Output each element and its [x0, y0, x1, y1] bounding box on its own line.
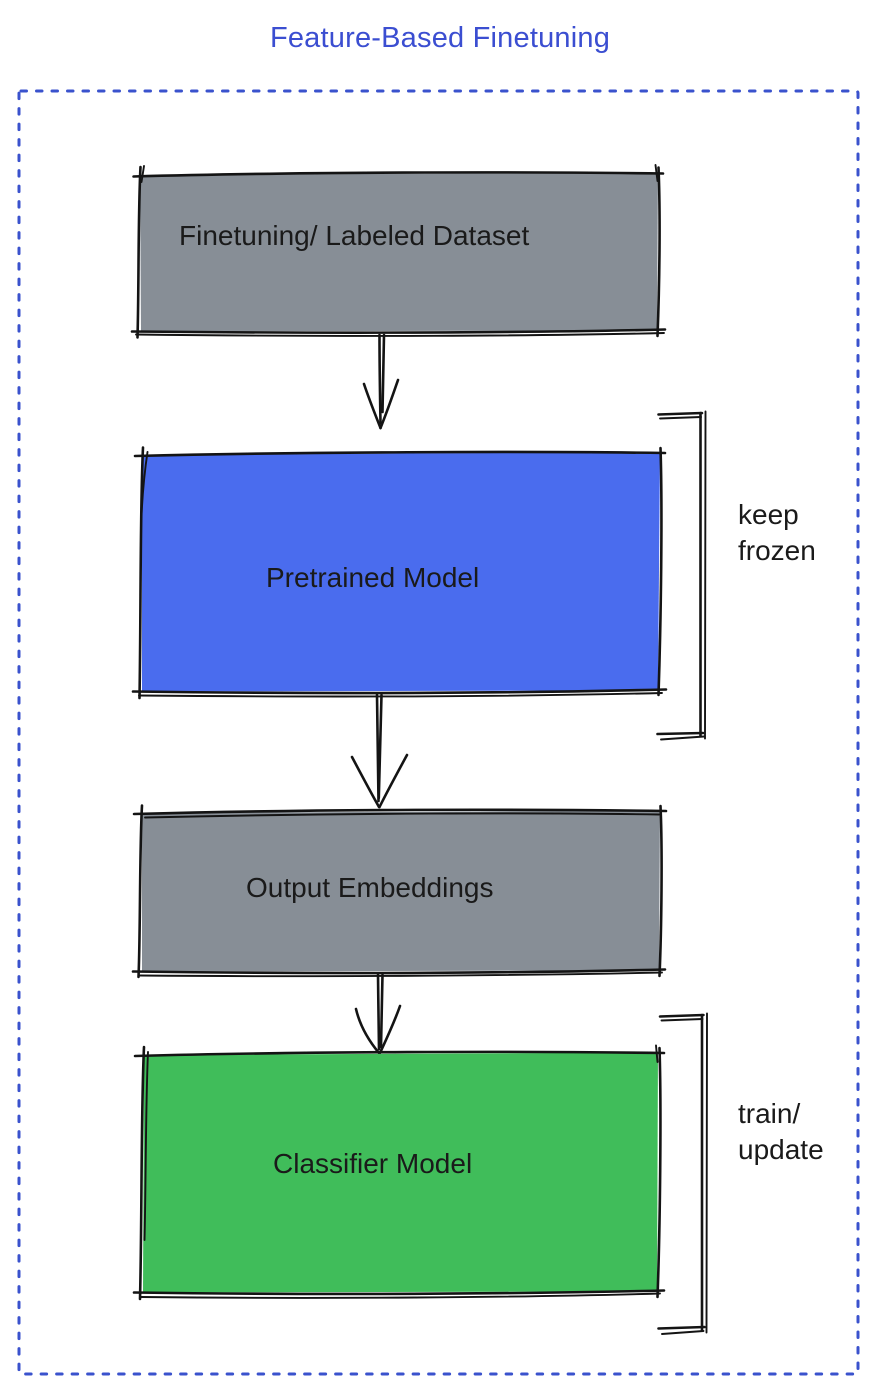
arrow-embeddings-to-classifier	[354, 973, 402, 1055]
pretrained-box	[131, 446, 668, 700]
train-update-label: train/ update	[738, 1098, 824, 1165]
dashed-frame	[17, 89, 860, 1376]
keep-frozen-bracket	[656, 410, 707, 741]
embeddings-box-label: Output Embeddings	[246, 872, 494, 903]
train-update-bracket	[657, 1012, 708, 1335]
arrow-pretrained-to-embeddings	[350, 693, 409, 809]
dataset-box	[130, 164, 667, 339]
keep-frozen-label: keep frozen	[738, 499, 816, 566]
classifier-box-label: Classifier Model	[273, 1148, 473, 1179]
dataset-box-label: Finetuning/ Labeled Dataset	[179, 220, 530, 251]
arrow-dataset-to-pretrained	[362, 333, 400, 430]
embeddings-box	[131, 804, 668, 979]
diagram-title: Feature-Based Finetuning	[269, 22, 611, 54]
pretrained-box-label: Pretrained Model	[266, 562, 480, 593]
classifier-box	[132, 1044, 666, 1301]
